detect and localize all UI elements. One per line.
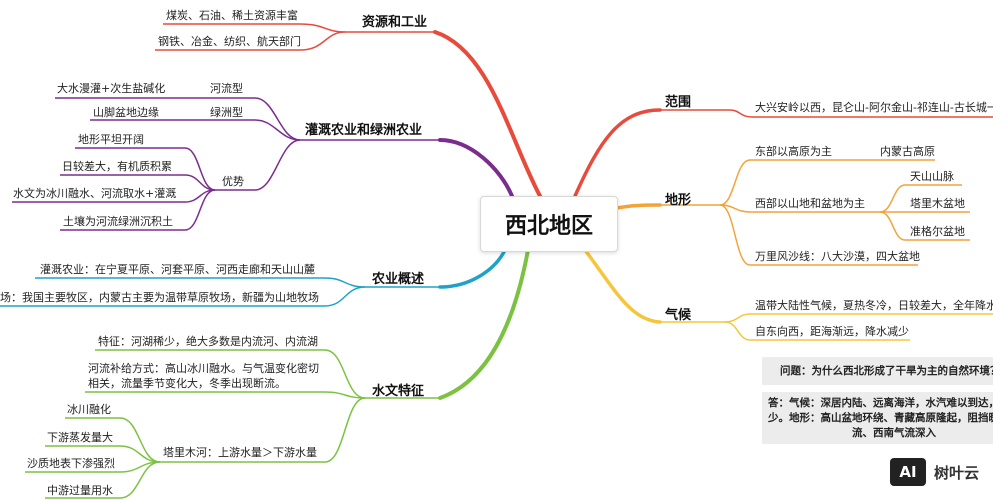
terrain-west-item-2: 塔里木盆地 [910, 197, 965, 210]
hydrology-feature: 特征：河湖稀少，绝大多数是内流河、内流湖 [98, 335, 318, 348]
terrain-west-item-3: 准格尔盆地 [910, 225, 965, 238]
irrigation-river-item: 大水漫灌+次生盐碱化 [57, 82, 166, 95]
irrigation-advantage-3: 水文为冰川融水、河流取水+灌溉 [13, 187, 177, 200]
watermark-logo-icon: AI [890, 458, 926, 486]
irrigation-oasis-type: 绿洲型 [210, 106, 243, 119]
tarim-item-3: 沙质地表下渗强烈 [27, 457, 115, 470]
connector-hydrology [438, 248, 530, 400]
hydrology-tarim: 塔里木河：上游水量＞下游水量 [163, 446, 317, 459]
tarim-item-1: 冰川融化 [67, 403, 111, 416]
question-note: 问题：为什么西北形成了干旱为主的自然环境？ [762, 357, 993, 385]
watermark-text: 树叶云 [934, 463, 980, 482]
connector-climate [583, 248, 662, 324]
irrigation-advantage-1: 地形平坦开阔 [78, 133, 144, 146]
answer-line-2: 少。地形：高山盆地环绕、青藏高原隆起，阻挡暖湿气 [768, 412, 993, 424]
climate-item-1: 温带大陆性气候，夏热冬冷，日较差大，全年降水量少 [755, 299, 993, 312]
tarim-item-2: 下游蒸发量大 [47, 431, 113, 444]
agriculture-item-1: 灌溉农业：在宁夏平原、河套平原、河西走廊和天山山麓 [40, 263, 315, 276]
hydrology-supply-line2: 相关，流量季节变化大，冬季出现断流。 [88, 377, 286, 390]
central-topic[interactable]: 西北地区 [480, 196, 618, 252]
resources-item-2: 钢铁、冶金、纺织、航天部门 [158, 35, 301, 48]
branch-agriculture-title[interactable]: 农业概述 [372, 272, 425, 287]
tarim-item-4: 中游过量用水 [47, 484, 113, 497]
branch-resources-title[interactable]: 资源和工业 [362, 15, 428, 30]
agriculture-item-2: 场：我国主要牧区，内蒙古主要为温带草原牧场，新疆为山地牧场 [0, 291, 319, 304]
terrain-west: 西部以山地和盆地为主 [755, 197, 865, 210]
terrain-east: 东部以高原为主 [755, 145, 832, 158]
connector-agriculture [438, 248, 507, 289]
hydrology-supply-line1: 河流补给方式：高山冰川融水。与气温变化密切 [88, 362, 319, 375]
irrigation-advantage-2: 日较差大，有机质积累 [62, 160, 172, 173]
watermark: AI 树叶云 [890, 454, 990, 490]
irrigation-oasis-item: 山脚盆地边缘 [93, 106, 159, 119]
branch-irrigation-title[interactable]: 灌溉农业和绿洲农业 [305, 123, 423, 138]
branch-climate-title[interactable]: 气候 [665, 308, 692, 323]
connector-scope [573, 108, 662, 198]
connector-irrigation [438, 138, 514, 198]
branch-terrain-title[interactable]: 地形 [665, 193, 692, 208]
terrain-west-item-1: 天山山脉 [910, 170, 954, 183]
irrigation-advantage-label: 优势 [222, 175, 244, 188]
irrigation-river-type: 河流型 [210, 82, 243, 95]
answer-note: 答：气候：深居内陆、远离海洋，水汽难以到达，降水 少。地形：高山盆地环绕、青藏高… [762, 392, 993, 444]
terrain-east-sub: 内蒙古高原 [880, 145, 935, 158]
resources-item-1: 煤炭、石油、稀土资源丰富 [166, 9, 298, 22]
answer-line-3: 流、西南气流深入 [852, 427, 936, 439]
answer-line-1: 答：气候：深居内陆、远离海洋，水汽难以到达，降水 [768, 397, 993, 409]
branch-scope-title[interactable]: 范围 [665, 95, 692, 110]
scope-item: 大兴安岭以西，昆仑山-阿尔金山-祁连山-古长城一线 [755, 101, 993, 114]
irrigation-advantage-4: 土壤为河流绿洲沉积土 [63, 215, 173, 228]
terrain-wind: 万里风沙线：八大沙漠，四大盆地 [755, 250, 920, 263]
climate-item-2: 自东向西，距海渐远，降水减少 [755, 325, 909, 338]
connector-resources [433, 30, 542, 198]
branch-hydrology-title[interactable]: 水文特征 [372, 384, 425, 399]
